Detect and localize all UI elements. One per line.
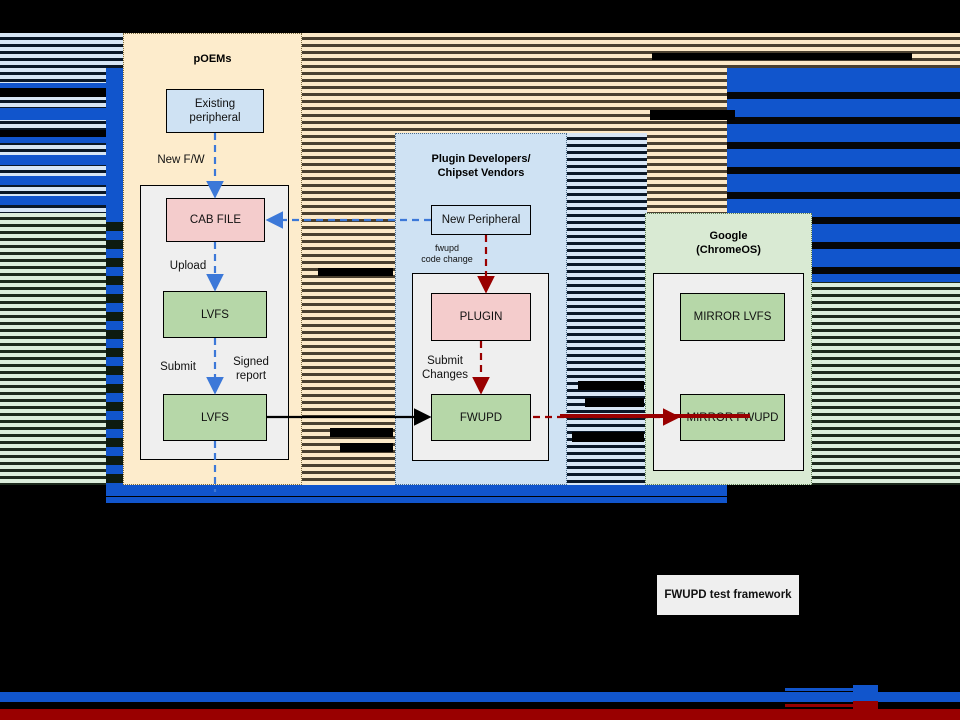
fwupd-test-framework-label: FWUPD test framework (664, 589, 792, 601)
google-title-line2: (ChromeOS) (696, 244, 761, 256)
glitch-black-bar-1 (652, 53, 912, 60)
node-mirror-lvfs[interactable]: MIRROR LVFS (680, 293, 785, 341)
glitch-black-bar-3 (318, 268, 393, 276)
glitch-black-over-1 (0, 88, 106, 97)
glitch-blue-seg-5 (0, 176, 106, 185)
node-plugin[interactable]: PLUGIN (431, 293, 531, 341)
glitch-black-bar-5 (340, 443, 393, 452)
node-existing-peripheral[interactable]: Existing peripheral (166, 89, 264, 133)
mirror-fwupd-label: MIRROR FWUPD (686, 411, 779, 424)
glitch-blue-seg-2 (0, 108, 106, 120)
lvfs-submit-label: LVFS (201, 411, 229, 424)
node-cab-file[interactable]: CAB FILE (166, 198, 265, 242)
glitch-black-top-strip (0, 0, 960, 33)
glitch-black-over-2 (0, 130, 106, 137)
glitch-stripe-blue-mid (567, 133, 647, 485)
glitch-black-bar-9 (0, 0, 960, 33)
signed-report-line1: Signed (233, 356, 269, 368)
existing-peripheral-line1: Existing (194, 98, 236, 110)
glitch-red-footer-knob (853, 701, 878, 712)
plugin-title-line2: Chipset Vendors (437, 167, 525, 179)
label-fwupd-code-change: fwupd code change (410, 243, 484, 265)
node-new-peripheral[interactable]: New Peripheral (431, 205, 531, 235)
glitch-blue-bottom-1 (106, 485, 727, 491)
glitch-black-bar-4 (330, 428, 393, 437)
glitch-stripe-green-left (0, 213, 123, 485)
google-title-line1: Google (709, 230, 748, 242)
glitch-red-footer-wide (0, 709, 960, 720)
cab-file-label: CAB FILE (189, 214, 242, 226)
glitch-blue-seg-1 (0, 83, 106, 97)
new-peripheral-label: New Peripheral (441, 214, 521, 226)
glitch-blue-bottom-3 (106, 497, 727, 503)
fwupd-label: FWUPD (459, 411, 503, 424)
node-fwupd[interactable]: FWUPD (431, 394, 531, 441)
glitch-blue-notch-col (106, 213, 123, 485)
label-signed-report: Signed report (222, 355, 280, 383)
plugin-title-line1: Plugin Developers/ (431, 153, 531, 165)
signed-report-line2: report (235, 370, 267, 382)
node-lvfs-upload[interactable]: LVFS (163, 291, 267, 338)
lvfs-upload-label: LVFS (201, 308, 229, 321)
glitch-blue-bottom-2 (106, 491, 727, 496)
node-fwupd-test-framework[interactable]: FWUPD test framework (657, 575, 799, 615)
plugin-label: PLUGIN (459, 311, 503, 323)
mirror-lvfs-label: MIRROR LVFS (693, 311, 772, 323)
glitch-black-bar-2 (650, 110, 735, 120)
glitch-black-bar-7 (585, 398, 644, 407)
node-lvfs-submit[interactable]: LVFS (163, 394, 267, 441)
glitch-black-bottom (0, 485, 960, 720)
glitch-blue-footer-wide (0, 692, 960, 702)
panel-plugin-title: Plugin Developers/ Chipset Vendors (396, 152, 566, 180)
fwupd-code-change-line1: fwupd (434, 243, 460, 253)
glitch-blue-bar-left (106, 68, 123, 490)
label-new-fw: New F/W (157, 154, 205, 166)
glitch-stripe-left-upper (0, 33, 123, 213)
node-mirror-fwupd[interactable]: MIRROR FWUPD (680, 394, 785, 441)
glitch-black-bar-8 (572, 432, 644, 442)
existing-peripheral-line2: peripheral (189, 112, 241, 124)
submit-changes-line1: Submit (427, 355, 463, 367)
glitch-blue-footer-knob (853, 685, 878, 697)
glitch-stripe-green-right (812, 213, 960, 485)
submit-changes-line2: Changes (421, 369, 469, 381)
glitch-blue-seg-4 (0, 155, 106, 165)
glitch-blue-right-top (727, 68, 960, 74)
panel-google-title: Google (ChromeOS) (646, 229, 811, 257)
glitch-black-bar-6 (578, 381, 644, 390)
label-submit-changes: Submit Changes (417, 354, 473, 382)
label-upload: Upload (169, 260, 207, 272)
fwupd-code-change-line2: code change (421, 254, 473, 264)
glitch-red-footer-thin (785, 704, 860, 707)
panel-poems-title: pOEMs (193, 53, 232, 65)
glitch-blue-seg-3 (0, 133, 106, 143)
label-submit: Submit (160, 361, 196, 373)
glitch-blue-footer-thin (785, 688, 860, 691)
glitch-blue-seg-6 (0, 196, 106, 205)
